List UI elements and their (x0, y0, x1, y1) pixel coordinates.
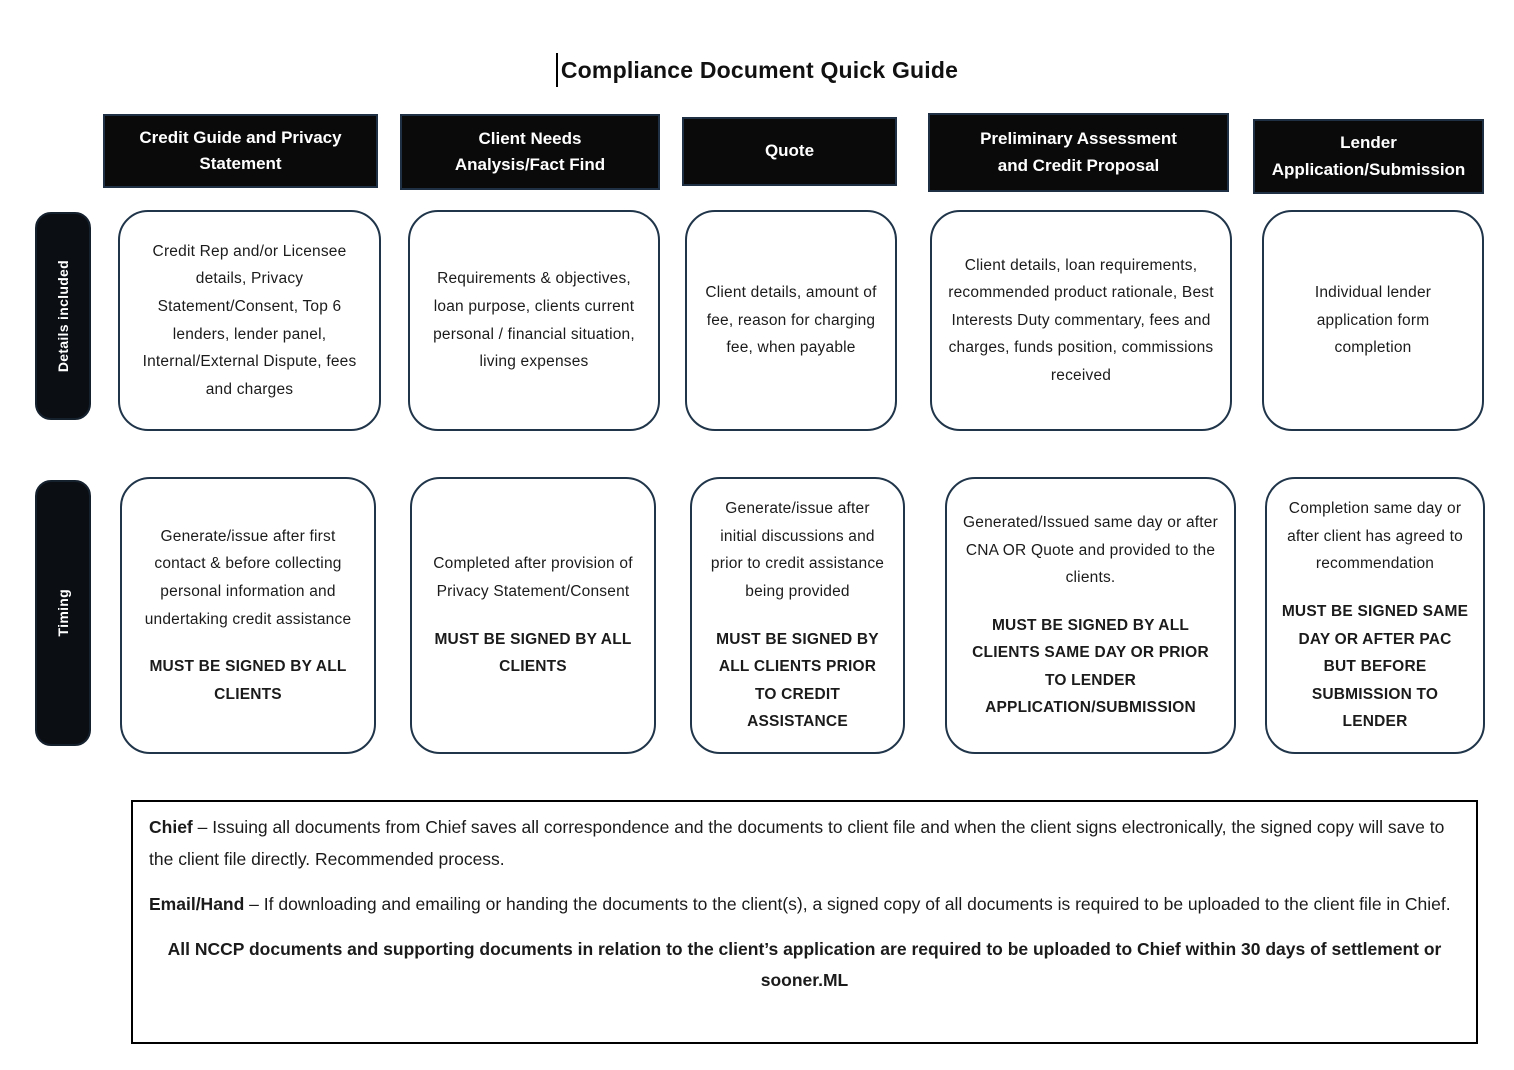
cell-text: Credit Rep and/or Licensee details, Priv… (142, 242, 357, 398)
note-email-hand: Email/Hand – If downloading and emailing… (149, 889, 1460, 921)
note-chief-text: – Issuing all documents from Chief saves… (149, 817, 1445, 869)
note-chief-lead: Chief (149, 817, 193, 837)
column-header-client-needs-analysis: Client Needs Analysis/Fact Find (400, 114, 660, 190)
page-title[interactable]: Compliance Document Quick Guide (0, 48, 1514, 92)
column-header-quote: Quote (682, 117, 897, 186)
cell-text: Completion same day or after client has … (1287, 500, 1463, 573)
cell-timing-client-needs-analysis: Completed after provision of Privacy Sta… (410, 477, 656, 754)
page-title-text: Compliance Document Quick Guide (560, 56, 959, 83)
text-cursor (555, 53, 558, 87)
cell-bold-text: MUST BE SIGNED BY ALL CLIENTS (149, 658, 347, 703)
cell-timing-quote: Generate/issue after initial discussions… (690, 477, 905, 754)
cell-bold-text: MUST BE SIGNED BY ALL CLIENTS PRIOR TO C… (716, 630, 879, 731)
cell-timing-preliminary-assessment: Generated/Issued same day or after CNA O… (945, 477, 1236, 754)
cell-details-lender-application: Individual lender application form compl… (1262, 210, 1484, 431)
note-chief: Chief – Issuing all documents from Chief… (149, 812, 1460, 876)
cell-bold-text: MUST BE SIGNED BY ALL CLIENTS (434, 630, 632, 676)
cell-details-quote: Client details, amount of fee, reason fo… (685, 210, 897, 431)
cell-text: Client details, loan requirements, recom… (948, 256, 1214, 384)
cell-details-preliminary-assessment: Client details, loan requirements, recom… (930, 210, 1232, 431)
note-email-lead: Email/Hand (149, 893, 245, 914)
cell-bold-text: MUST BE SIGNED BY ALL CLIENTS SAME DAY O… (972, 616, 1209, 717)
cell-text: Generate/issue after first contact & bef… (144, 527, 352, 628)
note-nccp: All NCCP documents and supporting docume… (167, 938, 1442, 991)
cell-text: Generate/issue after initial discussions… (710, 500, 885, 600)
cell-details-credit-guide: Credit Rep and/or Licensee details, Priv… (118, 210, 381, 431)
row-label-timing: Timing (35, 480, 91, 746)
note-email-text: – If downloading and emailing or handing… (244, 893, 1451, 914)
row-label-timing-text: Timing (55, 589, 71, 637)
row-label-details-text: Details included (55, 259, 71, 373)
column-header-lender-application: Lender Application/Submission (1253, 119, 1484, 194)
cell-text: Generated/Issued same day or after CNA O… (963, 513, 1218, 587)
column-header-credit-guide: Credit Guide and Privacy Statement (103, 114, 378, 188)
cell-text: Completed after provision of Privacy Sta… (433, 555, 633, 600)
cell-details-client-needs-analysis: Requirements & objectives, loan purpose,… (408, 210, 660, 431)
cell-text: Individual lender application form compl… (1314, 284, 1432, 357)
cell-timing-credit-guide: Generate/issue after first contact & bef… (120, 477, 376, 754)
cell-bold-text: MUST BE SIGNED SAME DAY OR AFTER PAC BUT… (1281, 602, 1469, 731)
row-label-details-included: Details included (35, 212, 91, 420)
column-header-preliminary-assessment: Preliminary Assessment and Credit Propos… (928, 113, 1229, 192)
cell-timing-lender-application: Completion same day or after client has … (1265, 477, 1485, 754)
cell-text: Requirements & objectives, loan purpose,… (433, 270, 635, 371)
cell-text: Client details, amount of fee, reason fo… (705, 284, 877, 357)
notes-box: Chief – Issuing all documents from Chief… (131, 800, 1478, 1044)
